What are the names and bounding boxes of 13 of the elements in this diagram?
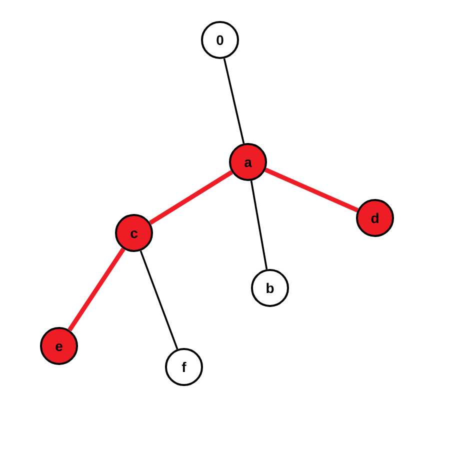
tree-node: a [229,143,267,181]
tree-node: f [165,348,203,386]
tree-edge [250,180,268,270]
tree-node: e [40,327,78,365]
tree-edge [140,250,178,350]
tree-node: c [115,214,153,252]
tree-edge [148,170,234,225]
tree-edge [68,248,126,332]
tree-node: d [356,199,394,237]
tree-node: b [251,269,289,307]
tree-node: 0 [201,21,239,59]
tree-edge [223,58,245,144]
tree-edge [264,168,359,212]
